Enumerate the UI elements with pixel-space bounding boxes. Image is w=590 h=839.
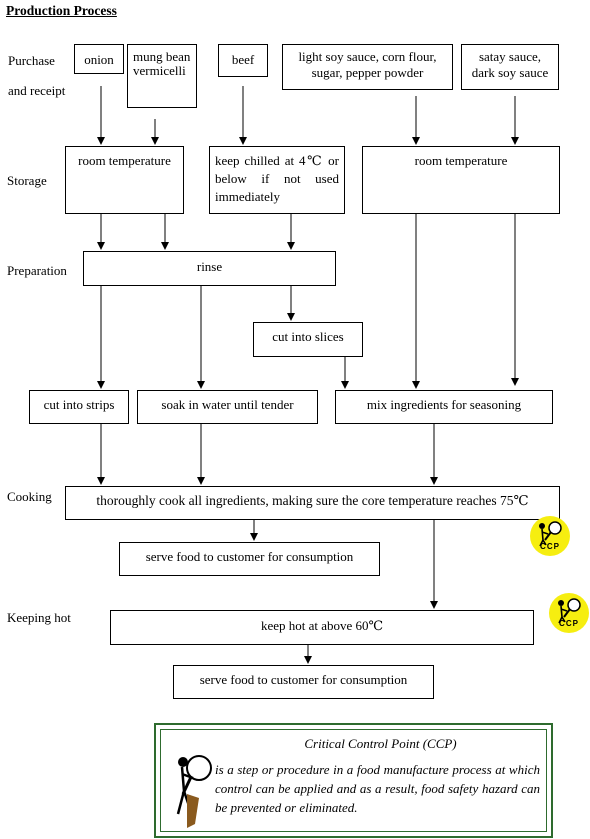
box-onion: onion	[74, 44, 124, 74]
magnifier-figure-icon	[176, 755, 212, 828]
box-serve-food-cooking: serve food to customer for consumption	[119, 542, 380, 576]
ccp-label: CCP	[559, 619, 579, 628]
stage-label-receipt: and receipt	[8, 83, 66, 98]
box-cut-into-slices: cut into slices	[253, 322, 363, 357]
legend-title: Critical Control Point (CCP)	[304, 736, 457, 751]
box-mung-bean-vermicelli: mung bean vermicelli	[127, 44, 197, 108]
box-rinse: rinse	[83, 251, 336, 286]
box-beef: beef	[218, 44, 268, 77]
box-storage-keep-chilled: keep chilled at 4℃ or below if not used …	[209, 146, 345, 214]
stage-label-preparation: Preparation	[7, 263, 67, 278]
box-soak-in-water: soak in water until tender	[137, 390, 318, 424]
ccp-badge-keeping-hot: CCP	[549, 593, 589, 633]
ccp-legend-inner: Critical Control Point (CCP) is a step o…	[160, 729, 547, 832]
stage-label-purchase: Purchase	[8, 53, 55, 68]
box-cut-into-strips: cut into strips	[29, 390, 129, 424]
page-title: Production Process	[6, 3, 117, 18]
legend-body: is a step or procedure in a food manufac…	[215, 762, 540, 815]
ccp-label: CCP	[540, 542, 560, 551]
box-mix-ingredients: mix ingredients for seasoning	[335, 390, 553, 424]
box-seasoning-satay: satay sauce, dark soy sauce	[461, 44, 559, 90]
stage-label-cooking: Cooking	[7, 489, 52, 504]
ccp-badge-cooking: CCP	[530, 516, 570, 556]
box-serve-food-keeping-hot: serve food to customer for consumption	[173, 665, 434, 699]
ccp-legend: Critical Control Point (CCP) is a step o…	[154, 723, 553, 838]
magnifier-figure-icon	[558, 598, 581, 624]
box-keep-hot: keep hot at above 60℃	[110, 610, 534, 645]
box-seasoning-light-soy: light soy sauce, corn flour, sugar, pepp…	[282, 44, 453, 90]
magnifier-figure-icon	[539, 521, 562, 547]
stage-label-keeping-hot: Keeping hot	[7, 610, 71, 625]
stage-label-storage: Storage	[7, 173, 47, 188]
box-storage-room-temperature-right: room temperature	[362, 146, 560, 214]
box-thoroughly-cook: thoroughly cook all ingredients, making …	[65, 486, 560, 520]
box-storage-room-temperature-left: room temperature	[65, 146, 184, 214]
